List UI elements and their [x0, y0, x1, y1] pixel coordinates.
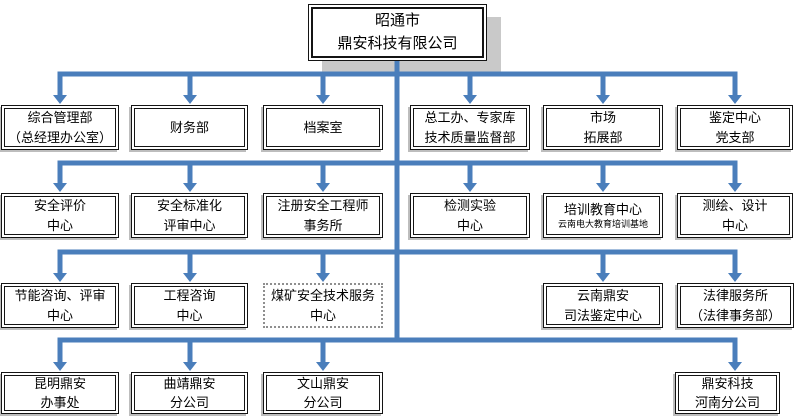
- node-label: 市场: [589, 110, 616, 125]
- node-label: 总工办、专家库: [424, 110, 516, 125]
- node-label: 培训教育中心: [563, 201, 642, 217]
- node-henan-branch: 鼎安科技 河南分公司: [675, 372, 780, 414]
- node-general-management-dept: 综合管理部 （总经理办公室）: [1, 105, 119, 150]
- node-archives-room: 档案室: [263, 105, 383, 150]
- node-label: 昆明鼎安: [33, 375, 86, 391]
- node-label: 检测实验: [443, 198, 496, 213]
- node-label: 鉴定中心: [708, 110, 761, 125]
- node-safety-standardization-center: 安全标准化 评审中心: [131, 193, 248, 238]
- node-label: 文山鼎安: [296, 375, 349, 391]
- node-label: 中心: [176, 307, 203, 323]
- node-sublabel: 云南电大教育培训基地: [557, 219, 648, 230]
- node-label: 云南鼎安: [576, 288, 629, 303]
- node-kunming-office: 昆明鼎安 办事处: [1, 372, 119, 414]
- node-chief-engineer-office: 总工办、专家库 技术质量监督部: [410, 105, 530, 150]
- node-label: 分公司: [303, 395, 343, 410]
- node-training-education-center: 培训教育中心 云南电大教育培训基地: [543, 193, 663, 238]
- node-label: 河南分公司: [694, 395, 760, 410]
- node-label: 财务部: [169, 119, 209, 135]
- node-coal-mine-safety-service-center: 煤矿安全技术服务 中心: [263, 283, 383, 328]
- node-engineering-consulting-center: 工程咨询 中心: [131, 283, 248, 328]
- node-label: 拓展部: [583, 129, 623, 145]
- node-label: 党支部: [715, 129, 755, 145]
- node-label: 鼎安科技: [701, 375, 754, 391]
- node-label: 综合管理部: [27, 110, 93, 125]
- node-label: 安全标准化: [156, 198, 222, 213]
- node-label: 节能咨询、评审: [14, 288, 106, 303]
- node-label: 技术质量监督部: [424, 129, 516, 145]
- node-label: 中心: [721, 217, 748, 233]
- node-label: （法律事务部）: [689, 307, 781, 323]
- node-label: 煤矿安全技术服务: [270, 288, 375, 303]
- node-registered-safety-engineer-office: 注册安全工程师 事务所: [263, 193, 383, 238]
- node-label: 中心: [46, 307, 73, 323]
- node-label: 法律服务所: [702, 288, 768, 303]
- node-label: 中心: [456, 217, 483, 233]
- node-label: 昭通市: [374, 12, 420, 29]
- node-label: 鼎安科技有限公司: [337, 34, 458, 52]
- node-label: 注册安全工程师: [277, 198, 369, 213]
- node-market-expansion-dept: 市场 拓展部: [543, 105, 663, 150]
- node-label: 分公司: [169, 395, 209, 410]
- node-label: 曲靖鼎安: [163, 375, 216, 391]
- node-legal-service-office: 法律服务所 （法律事务部）: [677, 283, 794, 328]
- node-label: 安全评价: [33, 198, 86, 213]
- node-energy-consulting-center: 节能咨询、评审 中心: [1, 283, 119, 328]
- node-label: 测绘、设计: [702, 198, 768, 213]
- node-qujing-branch: 曲靖鼎安 分公司: [131, 372, 248, 414]
- node-company-root: 昭通市 鼎安科技有限公司: [308, 4, 487, 61]
- node-finance-dept: 财务部: [131, 105, 248, 150]
- node-wenshan-branch: 文山鼎安 分公司: [263, 372, 383, 414]
- node-label: 办事处: [40, 395, 80, 410]
- node-label: 档案室: [303, 119, 343, 135]
- node-label: 事务所: [303, 217, 343, 233]
- node-appraisal-center-party-branch: 鉴定中心 党支部: [677, 105, 793, 150]
- node-surveying-design-center: 测绘、设计 中心: [677, 193, 793, 238]
- node-safety-evaluation-center: 安全评价 中心: [1, 193, 119, 238]
- node-label: 评审中心: [163, 217, 216, 233]
- node-label: 中心: [46, 217, 73, 233]
- node-label: 工程咨询: [163, 288, 216, 303]
- node-label: （总经理办公室）: [7, 129, 112, 145]
- node-yunnan-dingan-judicial-center: 云南鼎安 司法鉴定中心: [543, 283, 663, 328]
- node-label: 司法鉴定中心: [563, 307, 642, 323]
- node-testing-lab-center: 检测实验 中心: [410, 193, 530, 238]
- node-label: 中心: [309, 307, 336, 323]
